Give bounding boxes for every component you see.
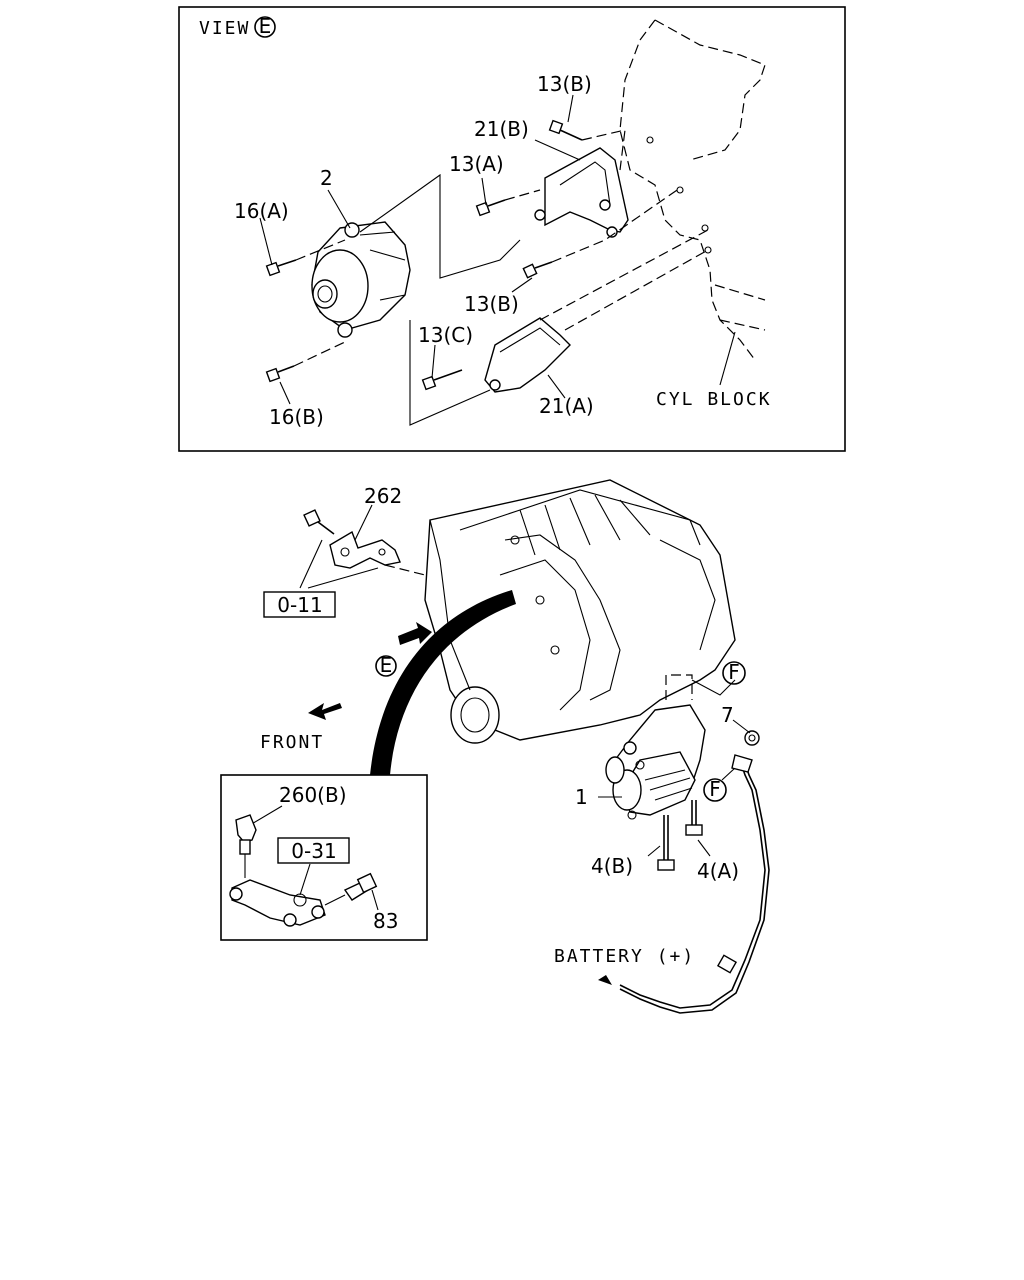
leader-7 bbox=[732, 719, 751, 734]
label-4a: 4(A) bbox=[697, 859, 739, 883]
bracket-21b-icon bbox=[534, 147, 629, 238]
inset-frame bbox=[220, 774, 428, 941]
view-title: VIEW bbox=[199, 18, 250, 39]
bolt-13c-icon bbox=[421, 369, 463, 391]
label-21b: 21(B) bbox=[474, 117, 529, 141]
view-e-pointer-icon bbox=[370, 590, 516, 775]
bolt-16b-icon bbox=[265, 365, 295, 383]
ref-box-031 bbox=[277, 837, 350, 864]
bracket-21a-icon bbox=[484, 317, 571, 393]
callout-f-top bbox=[722, 661, 746, 685]
leader-262 bbox=[354, 504, 373, 541]
coolant-housing-icon bbox=[229, 879, 326, 927]
starter-motor-icon bbox=[605, 704, 706, 820]
front-arrow-icon bbox=[308, 703, 342, 720]
bracket-262-icon bbox=[329, 530, 401, 569]
leader-4b bbox=[647, 845, 661, 857]
bolt-4b-icon bbox=[657, 815, 675, 871]
view-e-panel: VIEW E bbox=[178, 6, 846, 452]
leader-260b bbox=[249, 805, 283, 826]
label-2: 2 bbox=[320, 166, 333, 190]
battery-arrow-icon bbox=[598, 975, 612, 985]
label-view-e: E bbox=[380, 653, 393, 677]
alternator-icon bbox=[311, 221, 411, 338]
label-260b: 260(B) bbox=[279, 783, 347, 807]
label-battery: BATTERY (+) bbox=[554, 946, 695, 967]
label-011: 0-11 bbox=[277, 593, 322, 617]
leader-011 bbox=[299, 539, 379, 589]
callout-f-side bbox=[703, 778, 727, 802]
ref-box-011 bbox=[263, 591, 336, 618]
leader-4a bbox=[697, 839, 711, 857]
sensor-83-icon bbox=[324, 872, 378, 906]
leader-f-top bbox=[691, 679, 736, 696]
label-f-top: F bbox=[728, 660, 740, 684]
leader-f-side bbox=[721, 767, 736, 781]
view-title-circle-letter: E bbox=[259, 14, 272, 38]
engine-assembly: 0-11 262 E FRONT bbox=[260, 479, 770, 1014]
view-e-frame bbox=[178, 6, 846, 452]
cylinder-block-outline bbox=[619, 19, 766, 361]
label-13b-top: 13(B) bbox=[537, 72, 592, 96]
leader-83 bbox=[371, 889, 379, 911]
label-4b: 4(B) bbox=[591, 854, 633, 878]
direction-arrow-icon bbox=[398, 622, 432, 645]
label-7: 7 bbox=[721, 703, 734, 727]
assembly-lines-view-e bbox=[293, 129, 709, 426]
assembly-line-262 bbox=[384, 564, 426, 576]
label-front: FRONT bbox=[260, 732, 324, 753]
bolt-13b-mid-icon bbox=[522, 261, 553, 279]
view-title-circle bbox=[254, 16, 276, 38]
label-13a: 13(A) bbox=[449, 152, 504, 176]
label-83: 83 bbox=[373, 909, 398, 933]
battery-cable-icon bbox=[619, 754, 770, 1014]
view-e-leaders bbox=[259, 94, 736, 405]
label-cyl-block: CYL BLOCK bbox=[656, 389, 772, 410]
label-13c: 13(C) bbox=[418, 323, 473, 347]
leader-031 bbox=[299, 863, 311, 896]
bolt-262-icon bbox=[303, 509, 335, 535]
label-031: 0-31 bbox=[291, 839, 336, 863]
sensor-inset-panel: 260(B) 0-31 83 bbox=[220, 774, 428, 941]
bolt-13a-icon bbox=[475, 199, 506, 217]
engine-icon bbox=[424, 479, 736, 744]
label-1: 1 bbox=[575, 785, 588, 809]
label-16a: 16(A) bbox=[234, 199, 289, 223]
label-13b-mid: 13(B) bbox=[464, 292, 519, 316]
label-21a: 21(A) bbox=[539, 394, 594, 418]
nut-7-icon bbox=[744, 730, 760, 746]
sensor-260b-icon bbox=[235, 814, 257, 878]
bolt-4a-icon bbox=[685, 800, 703, 836]
assembly-line-f bbox=[665, 674, 693, 700]
label-262: 262 bbox=[364, 484, 402, 508]
view-e-circle bbox=[375, 655, 397, 677]
bolt-13b-top-icon bbox=[548, 119, 583, 141]
label-f-side: F bbox=[709, 777, 721, 801]
label-16b: 16(B) bbox=[269, 405, 324, 429]
